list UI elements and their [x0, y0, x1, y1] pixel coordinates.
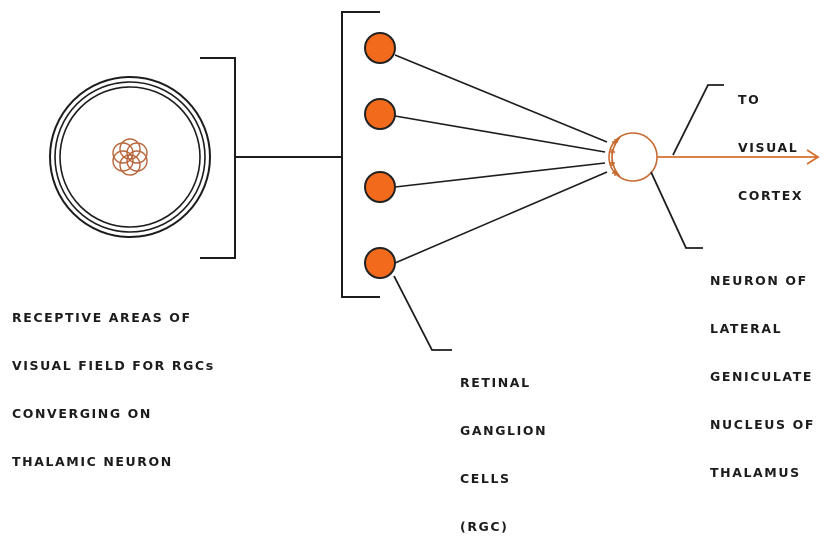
ganglion-cell-4 [364, 247, 396, 279]
ganglion-axon-2 [394, 115, 606, 153]
lgn-neuron-label: NEURON OF LATERAL GENICULATE NUCLEUS OF … [710, 241, 815, 497]
ganglion-axon-1 [394, 54, 608, 143]
rgc-label-line-2: GANGLION [460, 423, 548, 438]
convergence-diagram [49, 11, 820, 351]
ganglion-axon-4 [394, 171, 608, 264]
receptive-field-middle-ring [54, 81, 206, 233]
ganglion-cells [364, 32, 396, 279]
visual-cortex-label: TO VISUAL CORTEX [738, 60, 803, 220]
ganglion-axons [394, 54, 608, 264]
lgn-label-line-5: THALAMUS [710, 465, 801, 480]
receptive-field-inner-ring [59, 86, 201, 228]
receptive-areas-line-2: VISUAL FIELD FOR RGCs [12, 358, 215, 373]
lgn-neuron-body [608, 132, 658, 182]
ganglion-cell-3 [364, 171, 396, 203]
rgc-label-line-3: CELLS [460, 471, 511, 486]
rgc-label-line-4: (RGC) [460, 519, 509, 534]
rgc-label-line-1: RETINAL [460, 375, 531, 390]
receptive-field-core [112, 138, 148, 176]
synapse-terminals [609, 139, 618, 176]
lgn-label-line-1: NEURON OF [710, 273, 808, 288]
receptive-areas-line-4: THALAMIC NEURON [12, 454, 173, 469]
lgn-label-line-4: NUCLEUS OF [710, 417, 815, 432]
lgn-label-line-3: GENICULATE [710, 369, 813, 384]
rgc-label: RETINAL GANGLION CELLS (RGC) [460, 343, 547, 551]
rgc-leader-line [393, 275, 452, 351]
cortex-leader-line [672, 84, 724, 156]
receptive-areas-line-3: CONVERGING ON [12, 406, 152, 421]
lgn-neuron [608, 132, 658, 182]
ganglion-cell-1 [364, 32, 396, 64]
receptive-areas-line-1: RECEPTIVE AREAS OF [12, 310, 192, 325]
visual-cortex-line-1: TO [738, 92, 761, 107]
visual-cortex-line-2: VISUAL [738, 140, 799, 155]
receptive-areas-label: RECEPTIVE AREAS OF VISUAL FIELD FOR RGCs… [12, 278, 215, 486]
receptive-field-outer-ring [49, 76, 211, 238]
ganglion-cell-2 [364, 98, 396, 130]
visual-cortex-line-3: CORTEX [738, 188, 804, 203]
ganglion-cells-bracket [341, 11, 380, 298]
output-axon-arrow [657, 149, 820, 165]
receptive-field [49, 76, 211, 238]
ganglion-axon-3 [394, 162, 606, 188]
lgn-leader-line [650, 171, 703, 249]
lgn-label-line-2: LATERAL [710, 321, 783, 336]
